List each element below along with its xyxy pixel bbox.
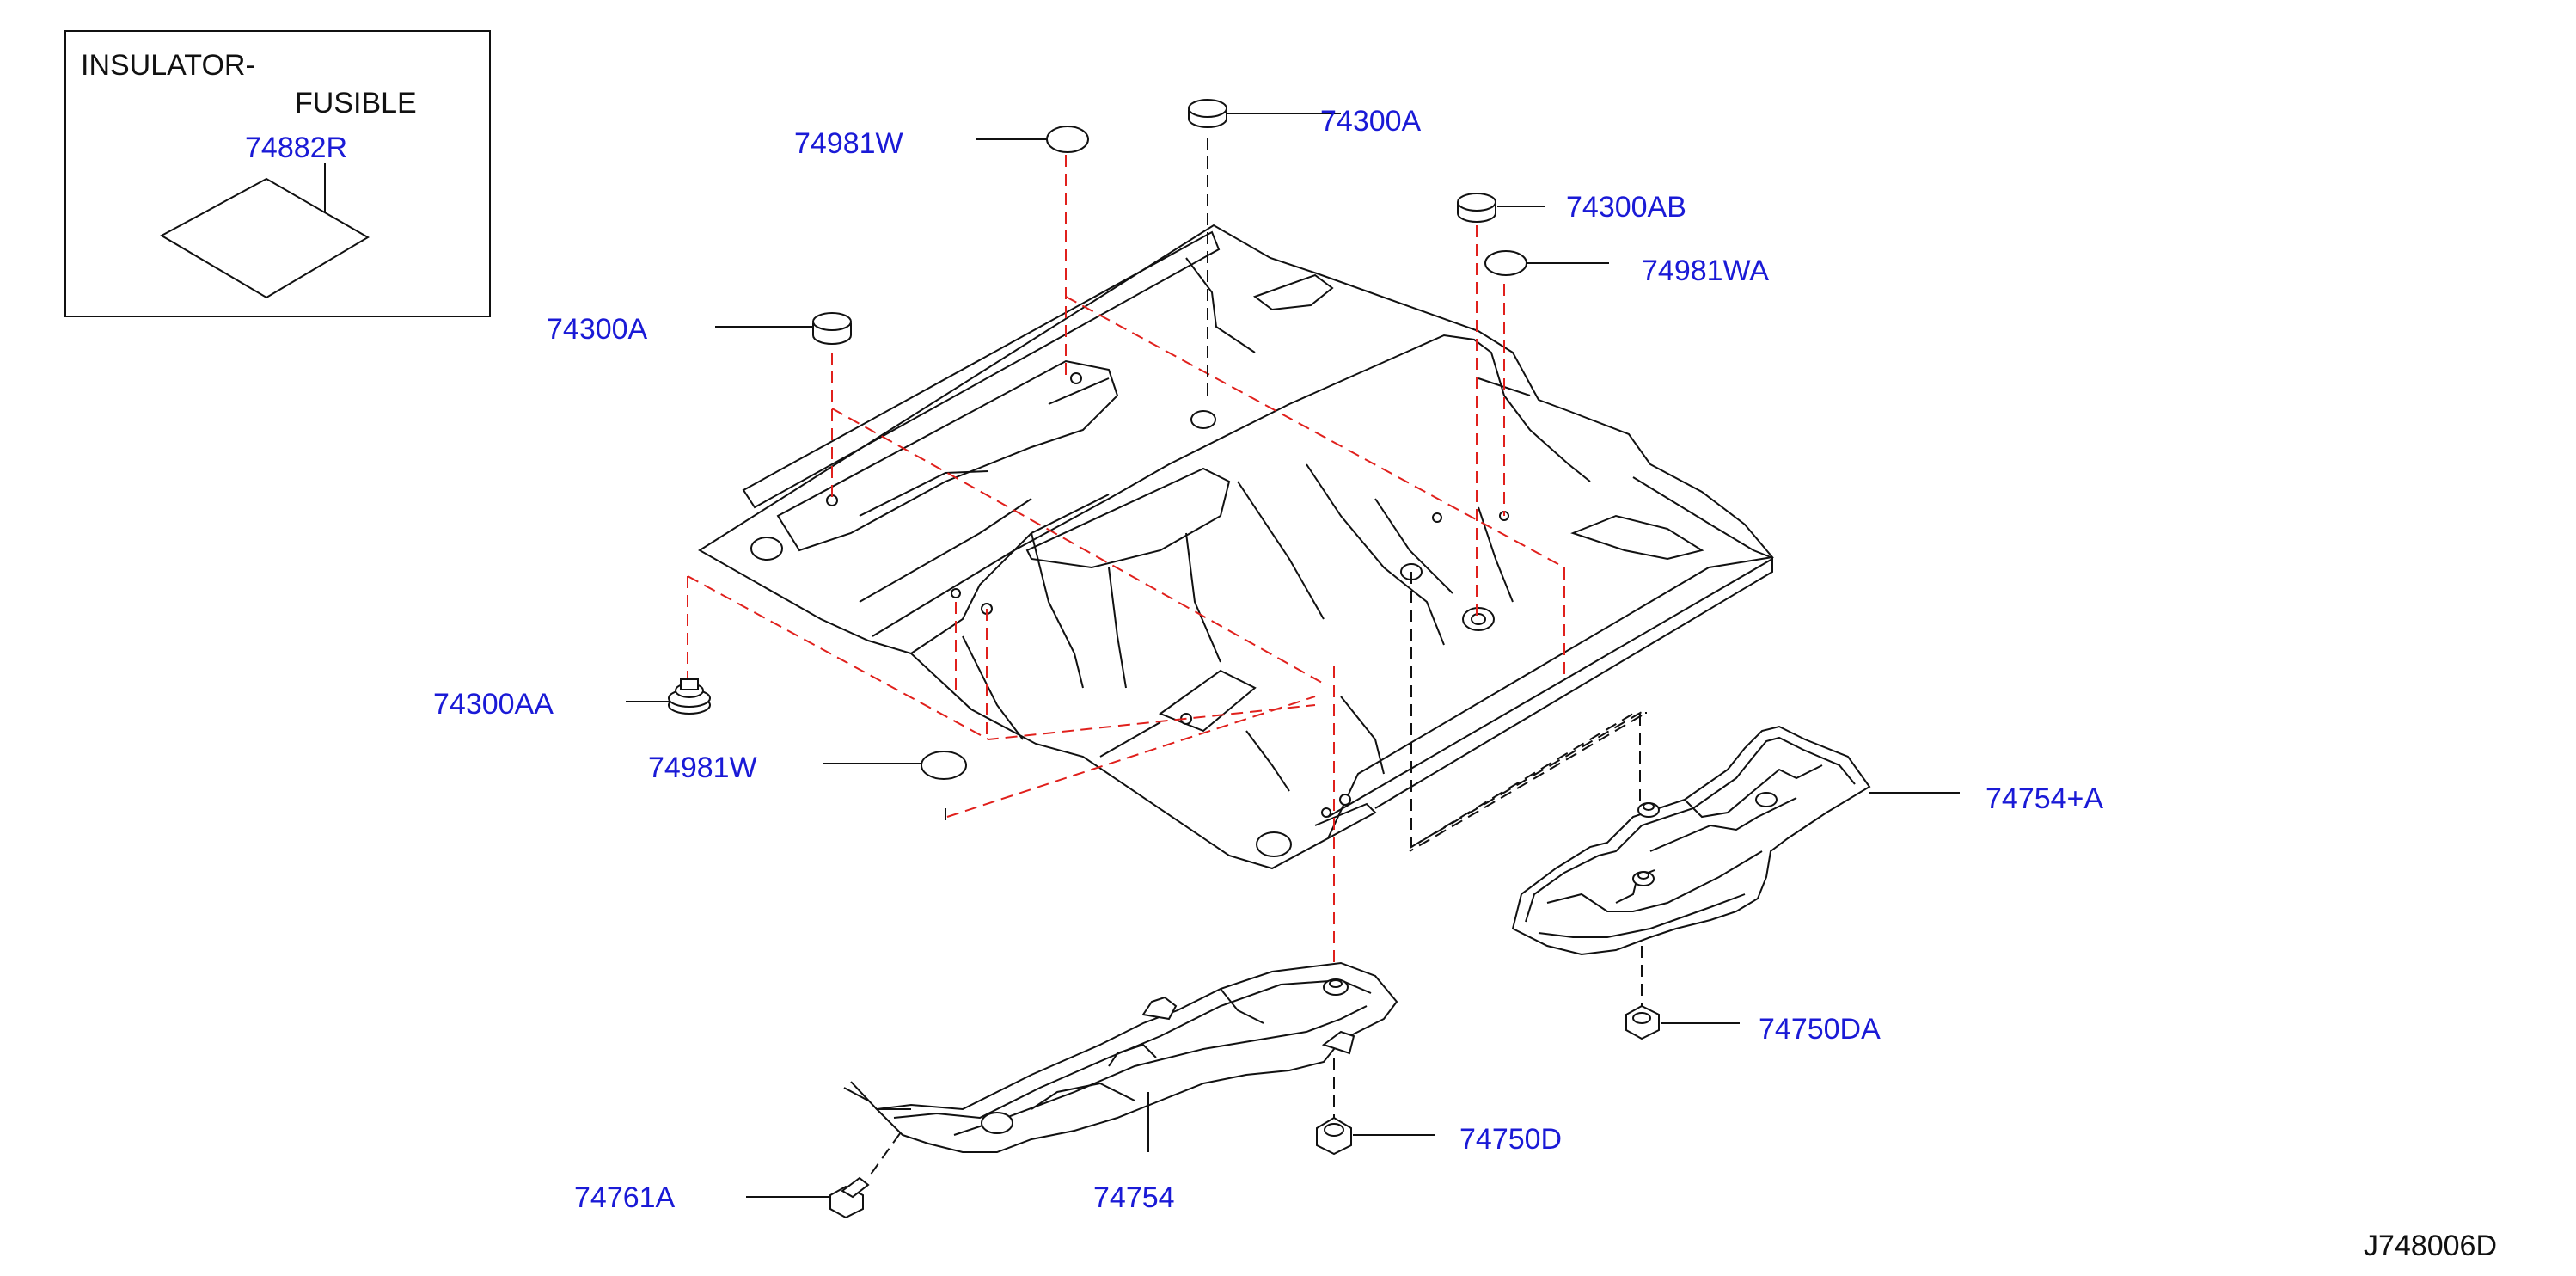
floor-panel: [698, 224, 1774, 870]
pad-74981WA-icon: [1484, 250, 1527, 276]
under-cover-left: [843, 961, 1398, 1153]
part-label-74981WA[interactable]: 74981WA: [1642, 255, 1769, 287]
part-label-74300AA[interactable]: 74300AA: [433, 688, 554, 721]
part-label-74750D[interactable]: 74750D: [1459, 1123, 1562, 1156]
nut-74750D-icon: [1316, 1116, 1352, 1156]
insulator-sheet-icon: [159, 177, 370, 299]
part-label-74981W-left[interactable]: 74981W: [648, 751, 757, 784]
part-label-74750DA[interactable]: 74750DA: [1759, 1013, 1881, 1046]
leader-lines: [626, 113, 1960, 1198]
inset-title-line2: FUSIBLE: [295, 87, 417, 120]
clip-74761A-icon: [829, 1176, 870, 1219]
floor-hole-4: [1462, 607, 1495, 631]
nut-74750DA-icon: [1625, 1004, 1660, 1040]
part-label-74981W-top[interactable]: 74981W: [794, 127, 903, 160]
floor-hole-1: [750, 537, 783, 561]
plug-74300A-left-icon: [812, 312, 852, 345]
part-label-74754-A[interactable]: 74754+A: [1986, 782, 2103, 815]
under-cover-right: [1511, 725, 1871, 956]
part-label-74754[interactable]: 74754: [1093, 1181, 1175, 1214]
inset-panel: INSULATOR- FUSIBLE 74882R: [64, 30, 491, 317]
plug-74300A-top-icon: [1188, 99, 1227, 128]
inset-frame: [64, 30, 491, 317]
plug-74300AB-icon: [1457, 193, 1496, 223]
inset-title-line1: INSULATOR-: [81, 49, 255, 82]
floor-hole-3: [1190, 410, 1216, 429]
part-label-74300AB[interactable]: 74300AB: [1566, 191, 1686, 224]
pad-74981W-top-icon: [1046, 126, 1089, 153]
black-guide-lines: [867, 138, 1647, 1179]
diagram-code: J748006D: [2364, 1230, 2497, 1262]
red-guide-lines: [687, 155, 1565, 980]
floor-hole-2: [1256, 831, 1292, 857]
part-label-74300A-left[interactable]: 74300A: [547, 313, 648, 346]
part-label-74300A-top[interactable]: 74300A: [1320, 105, 1422, 138]
plug-74300AA-icon: [668, 678, 711, 715]
pad-74981W-left-icon: [921, 751, 967, 780]
part-label-74882R[interactable]: 74882R: [245, 132, 347, 164]
part-label-74761A[interactable]: 74761A: [574, 1181, 676, 1214]
